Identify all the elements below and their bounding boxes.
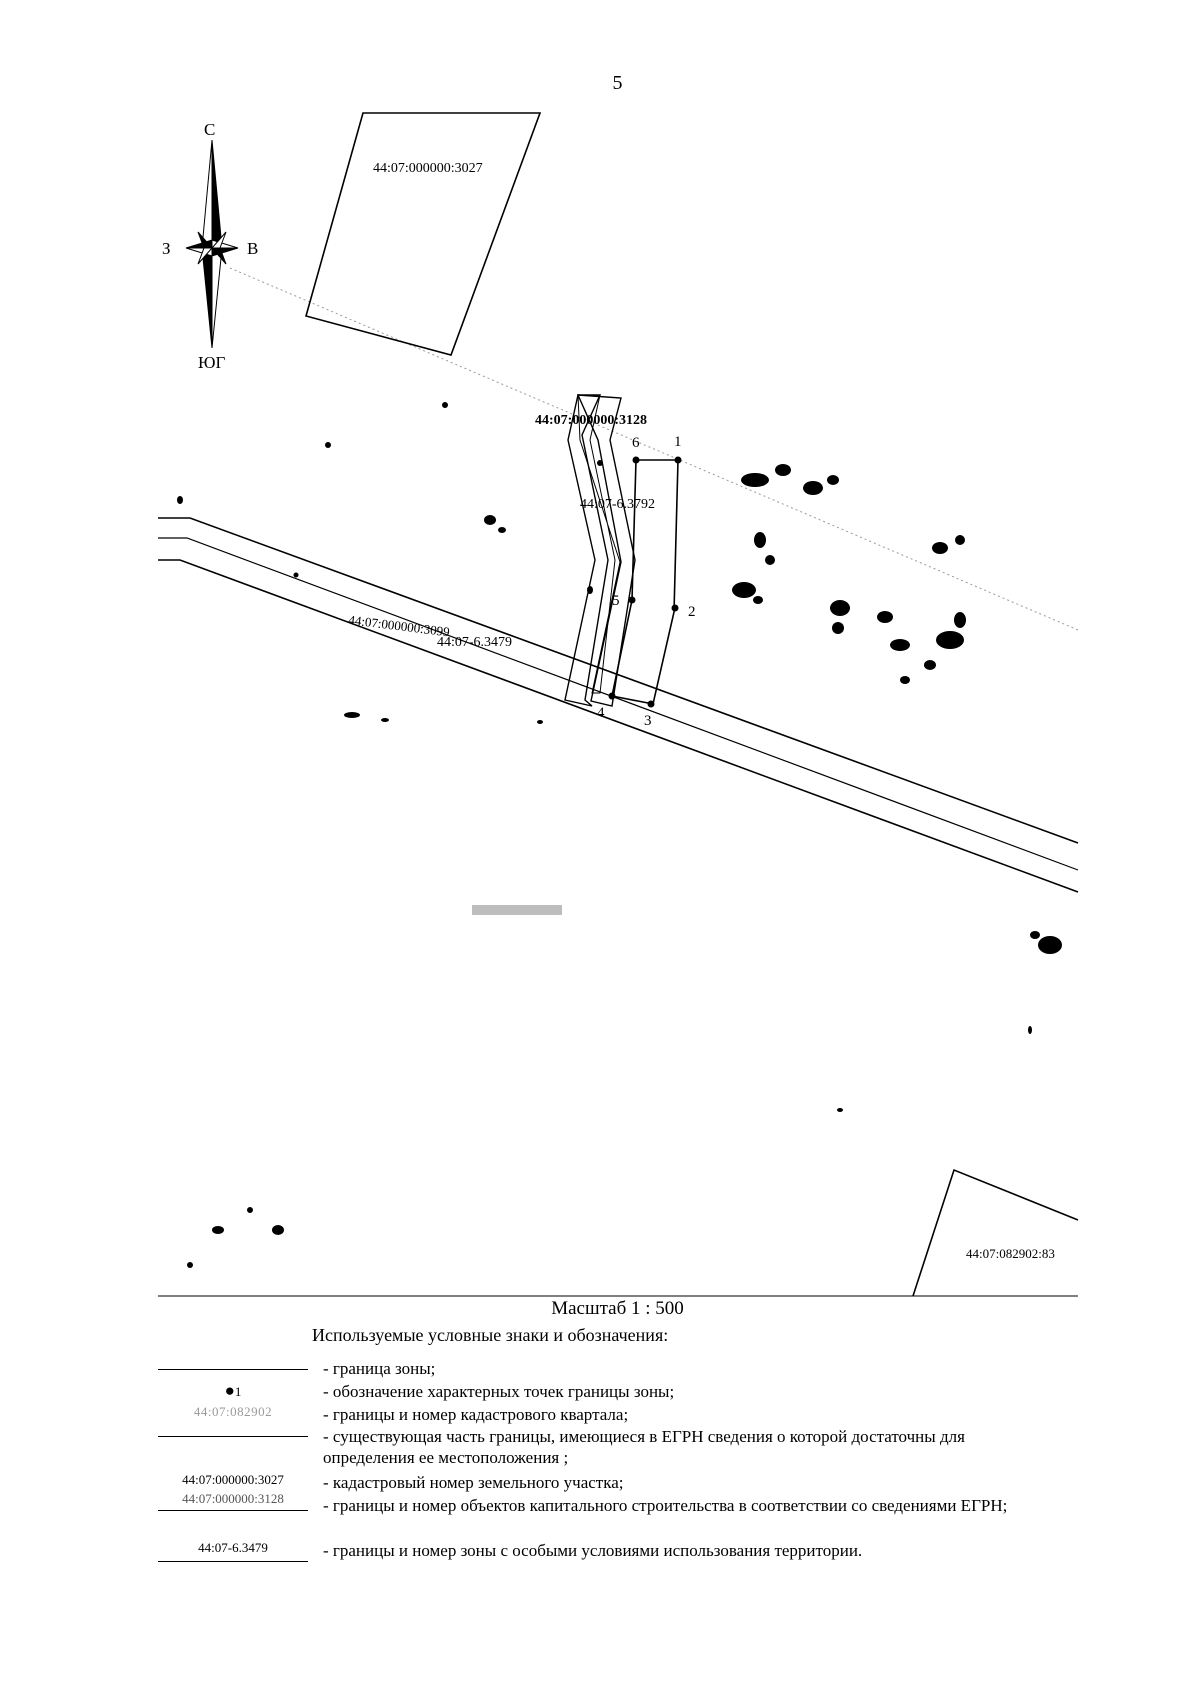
point-label-5: 5 [612, 593, 620, 609]
point-marker-3 [647, 700, 655, 708]
legend-desc: - границы и номер кадастрового квартала; [323, 1405, 629, 1424]
road-3099-centre-line [158, 537, 1079, 871]
zone-3479-label: 44:07-6.3479 [437, 635, 512, 650]
building-3128-label: 44:07:000000:3128 [535, 413, 647, 428]
point-marker-1 [674, 456, 682, 464]
legend-symbol-special-zone: 44:07-6.3479 [198, 1540, 268, 1555]
parcel-3027-label: 44:07:000000:3027 [373, 161, 483, 176]
zone-3792-boundary [564, 394, 609, 707]
legend-desc: - границы и номер объектов капитального … [323, 1496, 1008, 1515]
building-3128-inner [577, 394, 621, 694]
legend-symbol-building: 44:07:000000:3128 [182, 1491, 284, 1506]
road-3099-upper-edge [158, 517, 1079, 844]
point-label-4: 4 [597, 705, 605, 721]
cadastral-quarter-boundary [229, 267, 1079, 631]
point-marker-2 [671, 604, 679, 612]
legend-symbol-special-zone-line [158, 1561, 308, 1562]
parcel-3099-label: 44:07:000000:3099 [348, 612, 451, 639]
legend-symbol-point: ●1 [224, 1381, 242, 1400]
road-point-marker [293, 572, 299, 578]
legend-symbol-existing-line [158, 1436, 308, 1437]
legend-symbol-parcel: 44:07:000000:3027 [182, 1472, 284, 1487]
vegetation-blobs [177, 402, 1062, 1268]
legend-symbol-zone-line [158, 1369, 308, 1370]
legend-desc: - существующая часть границы, имеющиеся … [323, 1427, 965, 1467]
compass-south-label: ЮГ [198, 353, 225, 372]
zone-3792-label: 44:07-6.3792 [580, 497, 655, 512]
legend-desc: - обозначение характерных точек границы … [323, 1382, 675, 1401]
point-marker-5 [628, 596, 636, 604]
point-dot-icon: ● [224, 1381, 235, 1400]
parcel-3027-boundary [305, 112, 542, 356]
legend-symbol-quarter: 44:07:082902 [193, 1404, 273, 1419]
point-label-3: 3 [644, 713, 652, 729]
point-label-1: 1 [674, 434, 682, 450]
point-marker-6 [632, 456, 640, 464]
building-3128-outer [576, 394, 636, 707]
compass-rose [185, 139, 239, 349]
point-marker-4 [608, 692, 616, 700]
legend-title: Используемые условные знаки и обозначени… [312, 1325, 669, 1345]
legend-desc: - граница зоны; [323, 1359, 436, 1378]
compass-south-arrow [211, 247, 223, 349]
point-label-6: 6 [632, 435, 640, 451]
legend-symbol-building-line [158, 1510, 308, 1511]
legend-desc: - границы и номер зоны с особыми условия… [323, 1541, 863, 1560]
parcel-83-label: 44:07:082902:83 [966, 1246, 1055, 1261]
scale-text: Масштаб 1 : 500 [551, 1298, 684, 1319]
compass-north-label: С [204, 120, 215, 139]
page-number: 5 [612, 72, 623, 94]
road-3099-lower-edge [158, 559, 1079, 893]
faint-map-mark [472, 905, 562, 915]
compass-north-arrow [211, 139, 223, 249]
legend-desc: - кадастровый номер земельного участка; [323, 1473, 624, 1492]
point-label-2: 2 [688, 604, 696, 620]
compass-east-label: В [247, 239, 258, 258]
parcel-83-boundary [912, 1168, 1079, 1297]
compass-west-label: З [162, 239, 171, 258]
